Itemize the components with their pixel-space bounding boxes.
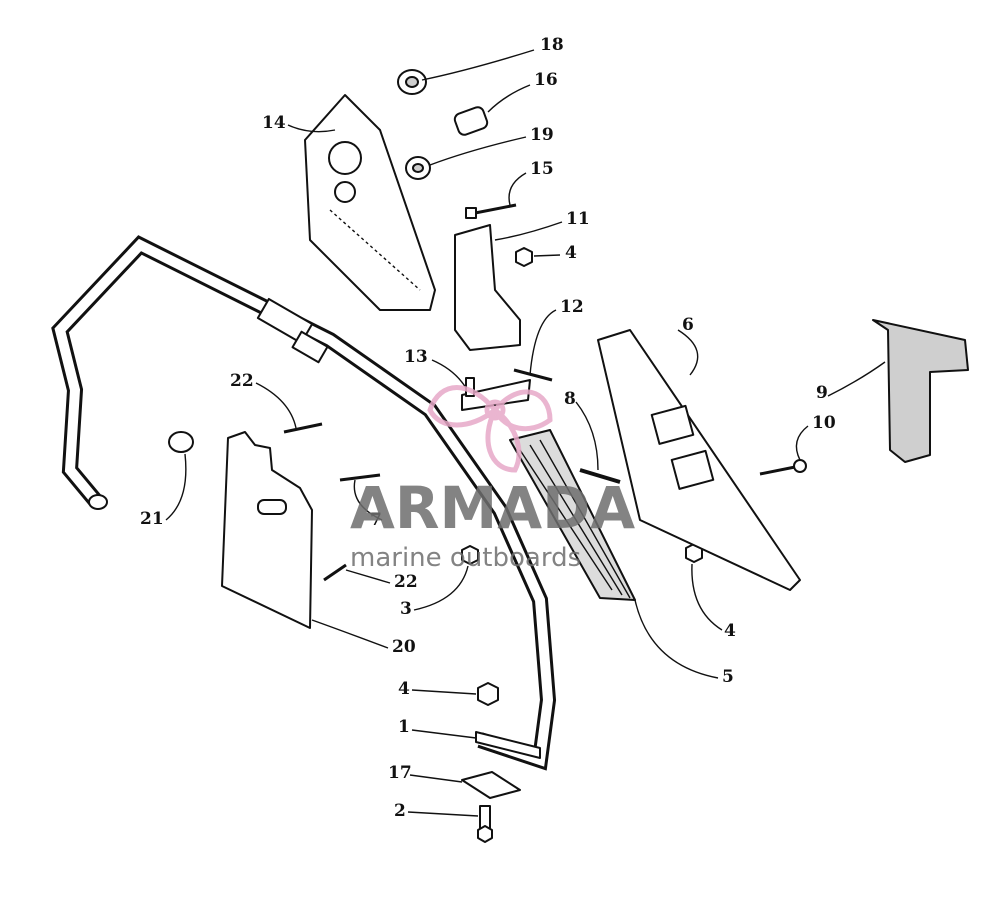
callout-c13: 13 [404, 347, 428, 367]
part-4-nut-upper [515, 247, 533, 267]
callout-c21: 21 [140, 509, 164, 529]
callout-c20: 20 [392, 637, 416, 657]
callout-labels: 18 16 14 19 15 11 4 12 6 13 9 22 8 10 21 7 22 3 4 20 5 4 1 17 2 [140, 35, 836, 821]
callout-c7: 7 [370, 510, 382, 530]
callout-c4a: 4 [565, 243, 577, 263]
callout-c14: 14 [262, 113, 286, 133]
part-3-nut [461, 545, 479, 565]
leader-lines [165, 49, 886, 817]
part-2-bolt [477, 805, 493, 843]
watermark-brand: ARMADA [350, 474, 635, 542]
callout-c6: 6 [682, 315, 694, 335]
part-16-bushing [453, 106, 489, 136]
callout-c18: 18 [540, 35, 564, 55]
part-11-bracket [454, 224, 521, 351]
callout-c4c: 4 [398, 679, 410, 699]
callout-c22b: 22 [394, 572, 418, 592]
callout-c4b: 4 [724, 621, 736, 641]
callout-c11: 11 [566, 209, 590, 229]
callout-c19: 19 [530, 125, 554, 145]
part-20-cover-plate [221, 431, 313, 629]
part-21-clamp [168, 431, 194, 453]
part-1-lower-bracket [475, 731, 541, 759]
tube-clamp-lower [291, 330, 329, 364]
tube-clamp-upper [256, 297, 314, 345]
handlebar-tube [51, 235, 557, 771]
callout-c17: 17 [388, 763, 412, 783]
callout-c10: 10 [812, 413, 836, 433]
propeller-icon [427, 385, 553, 473]
watermark-tagline: marine outboards [350, 543, 581, 573]
part-9-foam-pad [872, 319, 969, 463]
part-7-screw [339, 473, 381, 482]
callout-c8: 8 [564, 389, 576, 409]
part-14-mounting-plate [304, 94, 436, 311]
part-4-nut-lower [477, 682, 499, 706]
callout-c16: 16 [534, 70, 558, 90]
callout-c12: 12 [560, 297, 584, 317]
callout-c9: 9 [816, 383, 828, 403]
part-22-screw-upper [283, 422, 323, 434]
callout-c1: 1 [398, 717, 410, 737]
callout-c15: 15 [530, 159, 554, 179]
part-22-screw-lower [323, 563, 347, 582]
part-10-bolt [759, 459, 807, 476]
callout-c5: 5 [722, 667, 734, 687]
part-15-screw [465, 203, 517, 219]
callout-c2: 2 [394, 801, 406, 821]
callout-c22a: 22 [230, 371, 254, 391]
watermark: ARMADA marine outboards [350, 385, 635, 573]
part-18-grommet [397, 69, 427, 95]
callout-c3: 3 [400, 599, 412, 619]
part-12-pin [513, 368, 553, 382]
part-8-bolt [579, 468, 621, 484]
part-19-grommet [405, 156, 431, 180]
part-17-plate [461, 771, 521, 799]
handlebar-end [88, 494, 108, 510]
part-6-footrest-panel [597, 329, 801, 591]
